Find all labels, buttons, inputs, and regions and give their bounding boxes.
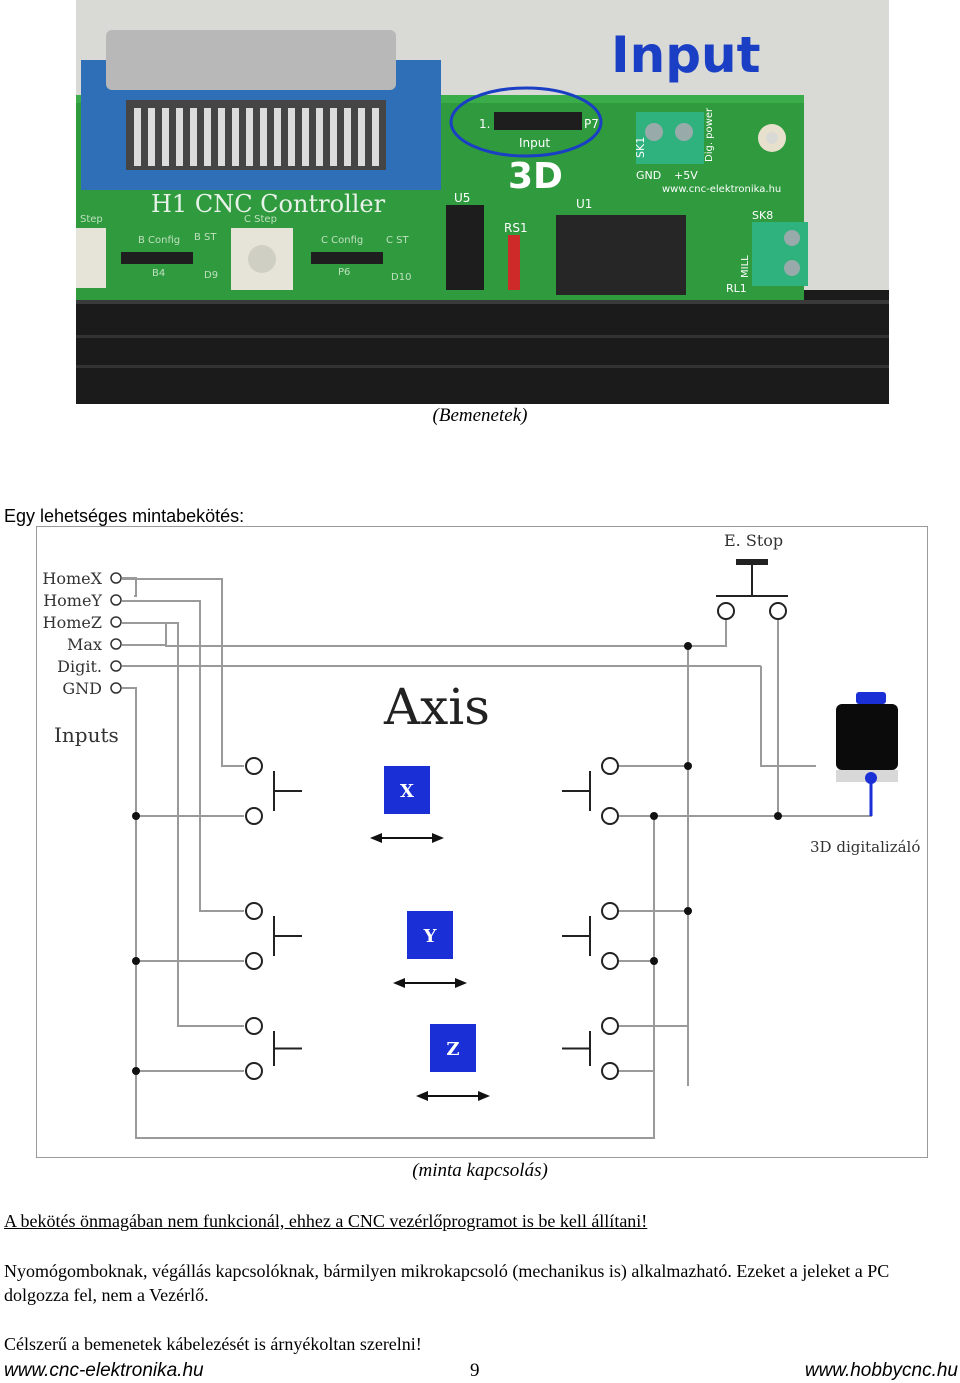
inputs-title: Inputs bbox=[54, 723, 119, 747]
caption-sample: (minta kapcsolás) bbox=[412, 1160, 548, 1181]
connector-input-label: Input bbox=[519, 136, 550, 150]
paragraph-switch-info: Nyomógomboknak, végállás kapcsolóknak, b… bbox=[4, 1261, 890, 1305]
axis-box-x: X bbox=[370, 766, 444, 843]
paragraph-shielding: Célszerű a bemenetek kábelezését is árny… bbox=[4, 1334, 422, 1354]
b-config-label: B Config bbox=[138, 235, 180, 246]
axis-title: Axis bbox=[383, 678, 490, 736]
u1-label: U1 bbox=[576, 197, 592, 211]
footer-left-url[interactable]: www.cnc-elektronika.hu bbox=[4, 1360, 204, 1381]
footer-right-url[interactable]: www.hobbycnc.hu bbox=[804, 1360, 958, 1381]
input-label-4: Digit. bbox=[57, 657, 102, 676]
step-label: Step bbox=[80, 214, 103, 225]
digitizer-probe bbox=[836, 692, 898, 816]
sk1-label: SK1 bbox=[634, 137, 647, 158]
c-st-label: C ST bbox=[386, 235, 410, 246]
d9-label: D9 bbox=[204, 270, 218, 281]
board-photo-svg: Input 1. P7 Input 3D H1 CNC Controller U… bbox=[76, 0, 889, 404]
rs1-label: RS1 bbox=[504, 221, 528, 235]
input-label-3: Max bbox=[67, 635, 102, 654]
board-url: www.cnc-elektronika.hu bbox=[662, 184, 781, 195]
estop-switch bbox=[716, 559, 788, 620]
left-switch-1 bbox=[245, 902, 302, 970]
input-terminal-1 bbox=[110, 594, 122, 606]
right-switch-0 bbox=[562, 757, 619, 825]
digitizer-label: 3D digitalizáló bbox=[810, 838, 920, 856]
input-terminal-3 bbox=[110, 638, 122, 650]
paragraph-setup-note: A bekötés önmagában nem funkcionál, ehhe… bbox=[4, 1211, 648, 1231]
right-switch-1 bbox=[562, 902, 619, 970]
wires bbox=[122, 577, 872, 1139]
right-switch-2 bbox=[562, 1017, 619, 1080]
input-terminal-0 bbox=[110, 572, 122, 584]
b-st-label: B ST bbox=[194, 232, 217, 243]
axis-box-z: Z bbox=[416, 1024, 490, 1101]
d10-label: D10 bbox=[391, 272, 411, 283]
svg-text:Z: Z bbox=[446, 1039, 459, 1060]
rl1-label: RL1 bbox=[726, 282, 747, 295]
svg-text:Y: Y bbox=[423, 926, 438, 947]
board-title: H1 CNC Controller bbox=[151, 190, 386, 218]
limit-switches bbox=[245, 757, 619, 1080]
plus5v-label: +5V bbox=[674, 169, 698, 182]
axis-box-y: Y bbox=[393, 911, 467, 988]
input-label-1: HomeY bbox=[43, 591, 102, 610]
p6-label: P6 bbox=[338, 267, 350, 278]
input-terminal-2 bbox=[110, 616, 122, 628]
b4-label: B4 bbox=[152, 268, 165, 279]
svg-text:X: X bbox=[400, 781, 414, 802]
c-config-label: C Config bbox=[321, 235, 363, 246]
input-terminal-5 bbox=[110, 682, 122, 694]
input-label-5: GND bbox=[62, 679, 102, 698]
caption-inputs: (Bemenetek) bbox=[432, 405, 528, 426]
left-switch-2 bbox=[245, 1017, 302, 1080]
c-step-label: C Step bbox=[244, 214, 277, 225]
gnd-label: GND bbox=[636, 169, 661, 182]
sk8-label: SK8 bbox=[752, 209, 773, 222]
junctions bbox=[132, 642, 782, 1075]
input-label-2: HomeZ bbox=[43, 613, 102, 632]
input-terminal-4 bbox=[110, 660, 122, 672]
u5-label: U5 bbox=[454, 191, 470, 205]
input-label-0: HomeX bbox=[42, 569, 102, 588]
dig-power-label: Dig. power bbox=[704, 107, 715, 162]
mill-label: MILL bbox=[740, 255, 751, 278]
connector-pin-label: 1. bbox=[479, 117, 490, 131]
left-switch-0 bbox=[245, 757, 302, 825]
connector-pins bbox=[134, 108, 379, 166]
axis-boxes: X Y Z bbox=[370, 766, 490, 1101]
photo-heading: Input bbox=[611, 26, 761, 84]
board-photo: Input 1. P7 Input 3D H1 CNC Controller U… bbox=[76, 0, 889, 404]
estop-label: E. Stop bbox=[724, 531, 783, 550]
highlight-ellipse bbox=[449, 86, 603, 158]
mark-3d: 3D bbox=[508, 156, 563, 197]
page-number: 9 bbox=[470, 1360, 480, 1381]
connector-name-label: P7 bbox=[584, 117, 599, 131]
intro-line: Egy lehetséges mintabekötés: bbox=[4, 506, 245, 526]
